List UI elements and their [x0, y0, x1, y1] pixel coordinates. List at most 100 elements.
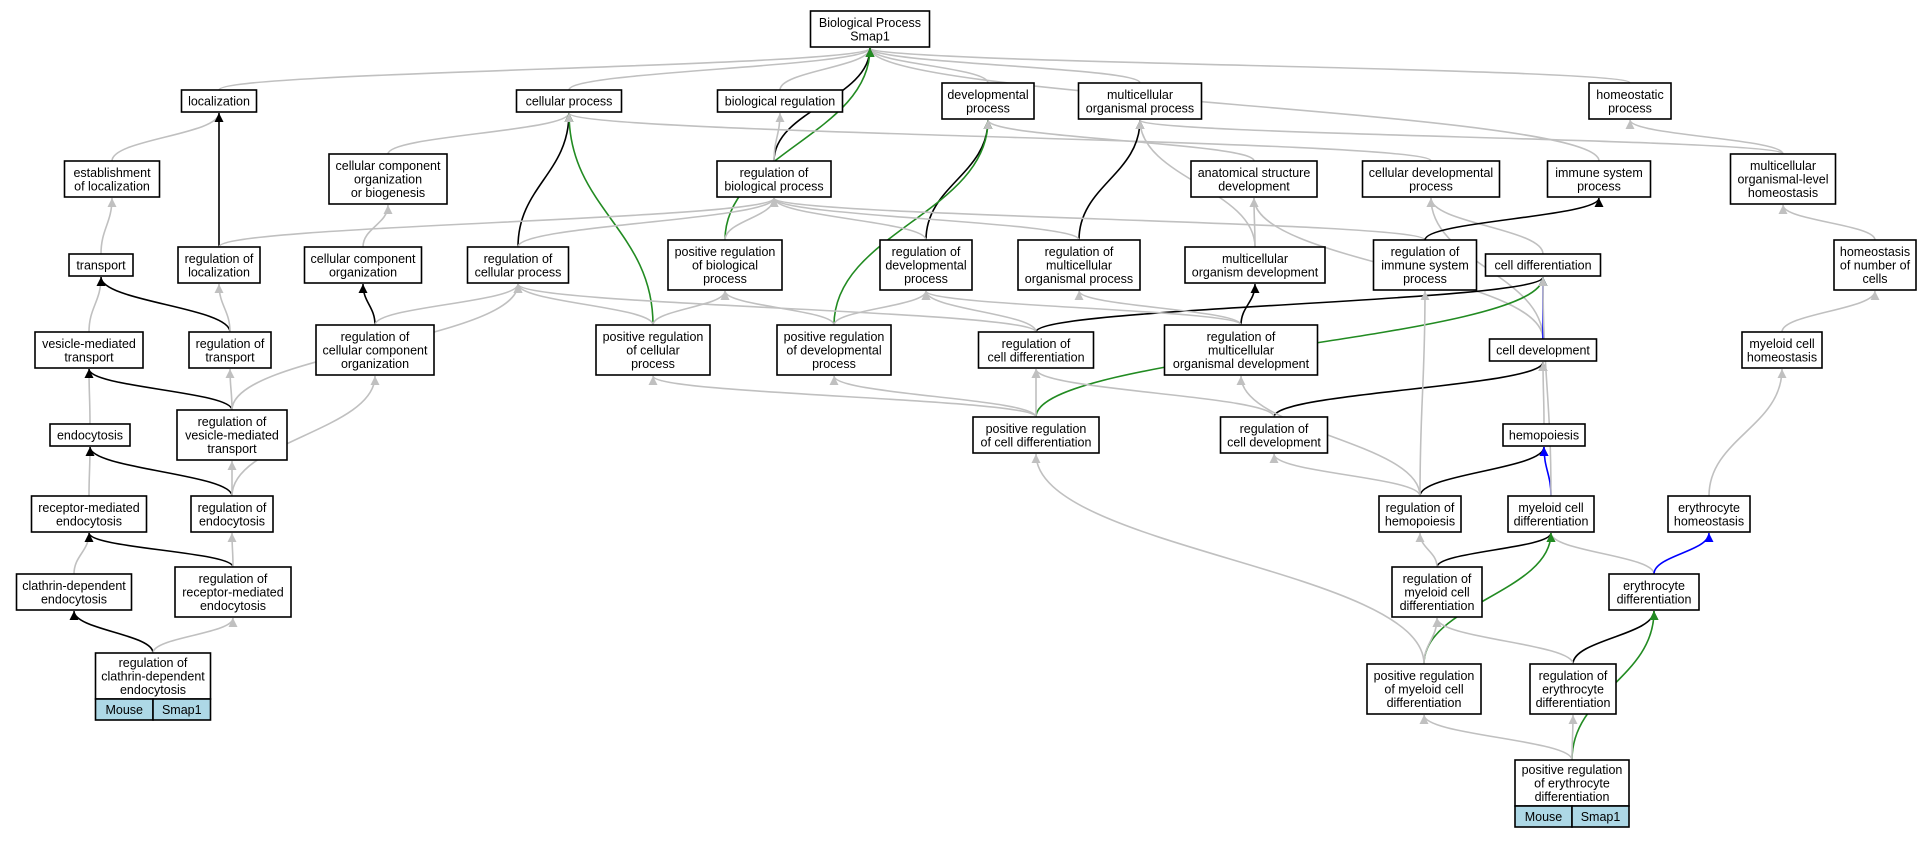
- edge-is-a: [513, 283, 654, 326]
- edge-positively-regulates: [724, 47, 875, 241]
- gene-annotation-cell: [152, 698, 212, 721]
- node-label-line: hemopoiesis: [1385, 514, 1455, 528]
- edge-is-a: [1423, 617, 1442, 665]
- node-label-line: process: [703, 272, 747, 286]
- edge-is-a: [152, 617, 238, 654]
- node-label-line: cell development: [1227, 435, 1321, 449]
- edge-is-a: [111, 112, 224, 162]
- node-label-line: of localization: [74, 179, 150, 193]
- node-label-line: multicellular: [1107, 88, 1173, 102]
- node-label-line: multicellular: [1750, 159, 1816, 173]
- node-box: [303, 246, 423, 284]
- go-term-node-cell-differentiation[interactable]: cell differentiation: [1484, 253, 1602, 277]
- node-label-line: regulation of: [1207, 330, 1276, 344]
- node-label-line: endocytosis: [41, 592, 107, 606]
- go-term-node-localization[interactable]: localization: [180, 89, 258, 113]
- node-box: [63, 160, 161, 198]
- node-label-line: immune system: [1381, 259, 1469, 273]
- go-term-node-biological-regulation[interactable]: biological regulation: [716, 89, 844, 113]
- node-label-line: localization: [188, 95, 250, 109]
- node-label-line: process: [904, 272, 948, 286]
- node-label-line: positive regulation: [986, 422, 1087, 436]
- node-box: [809, 10, 931, 48]
- node-label-line: regulation of: [1539, 669, 1608, 683]
- node-label-line: cellular component: [311, 252, 416, 266]
- go-term-node-regulation-of-receptor-mediated-endocytosis[interactable]: regulation ofreceptor-mediatedendocytosi…: [174, 566, 292, 618]
- go-term-node-transport[interactable]: transport: [68, 253, 134, 277]
- go-term-node-hemopoiesis[interactable]: hemopoiesis: [1502, 423, 1586, 447]
- node-label-line: receptor-mediated: [182, 586, 283, 600]
- node-label-line: clathrin-dependent: [101, 670, 205, 684]
- node-box: [1529, 663, 1617, 715]
- go-term-node-endocytosis[interactable]: endocytosis: [49, 423, 131, 447]
- node-label-line: receptor-mediated: [38, 501, 139, 515]
- edge-positively-regulates: [564, 112, 654, 326]
- edge-is-a: [218, 47, 875, 91]
- node-box: [1588, 82, 1672, 120]
- edge-regulates: [1436, 532, 1556, 568]
- go-term-node-cellular-process[interactable]: cellular process: [515, 89, 623, 113]
- node-label-line: of biological: [692, 259, 758, 273]
- edge-is-a: [1031, 453, 1425, 665]
- node-label-line: regulation of: [1045, 245, 1114, 259]
- node-label-line: transport: [205, 350, 255, 364]
- node-box: [1741, 331, 1823, 369]
- edges-layer: [69, 47, 1880, 761]
- node-box: [1484, 253, 1602, 277]
- go-term-node-regulation-of-clathrin-dependent-endocytosis[interactable]: regulation ofclathrin-dependentendocytos…: [94, 652, 212, 721]
- node-box: [716, 89, 844, 113]
- node-label-line: homeostatic: [1596, 88, 1663, 102]
- edge-is-a: [1269, 453, 1421, 497]
- node-label-line: of developmental: [786, 344, 881, 358]
- edge-is-a: [769, 197, 1426, 241]
- node-label-line: positive regulation: [1374, 669, 1475, 683]
- edge-is-a: [1568, 714, 1578, 761]
- edge-is-a: [1236, 375, 1421, 497]
- node-label-line: organismal development: [1173, 357, 1310, 371]
- go-term-node-cell-development[interactable]: cell development: [1488, 338, 1598, 362]
- node-label-line: cellular process: [475, 265, 562, 279]
